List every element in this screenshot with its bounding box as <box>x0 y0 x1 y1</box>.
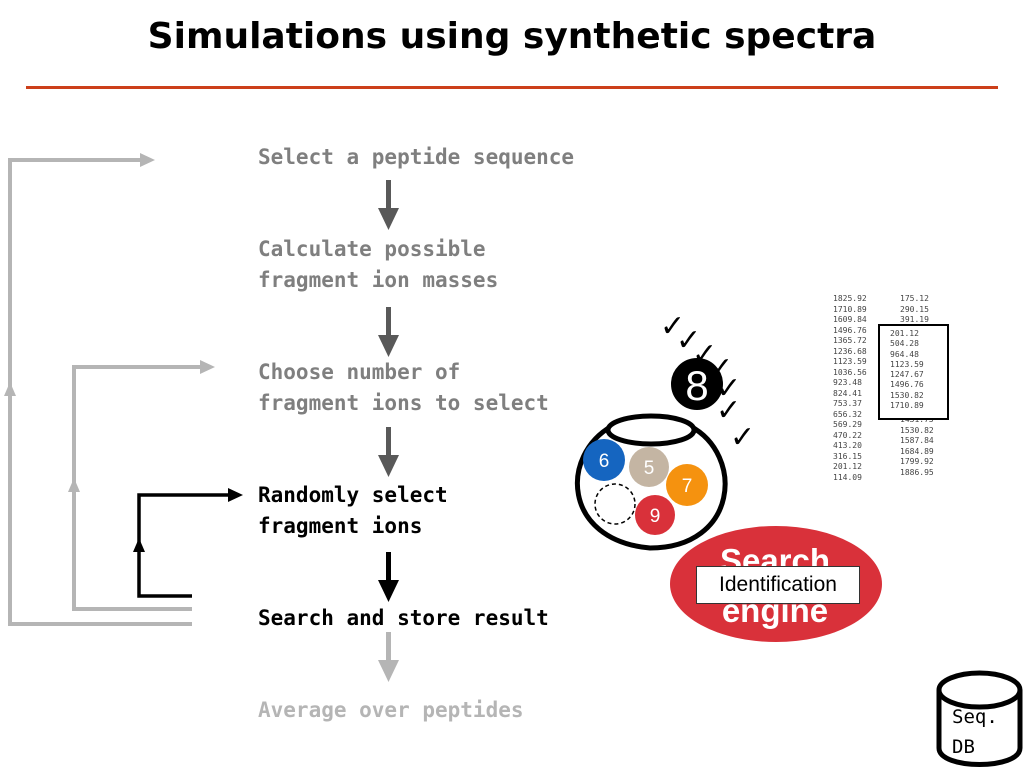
loop-random-selection-up-arrowhead <box>133 538 145 552</box>
check-icon: ✓ <box>660 309 685 344</box>
slide-title: Simulations using synthetic spectra <box>147 16 877 57</box>
bowl-empty-slot <box>594 483 636 525</box>
checkmark-trail: ✓ ✓ ✓ ✓ ✓ ✓ ✓ <box>660 309 755 455</box>
selected-fragment-list: 201.12 504.28 964.48 1123.59 1247.67 149… <box>890 329 924 411</box>
step-choose-number-line-1: Choose number of <box>258 360 461 384</box>
loop-fragment-count-up-arrowhead <box>68 478 80 492</box>
check-icon: ✓ <box>708 351 733 386</box>
flow-arrow-4 <box>378 552 399 602</box>
sequence-database-icon <box>936 670 1023 767</box>
mass-list-y-ions-top: 175.12 290.15 391.19 <box>900 294 929 324</box>
step-search-store: Search and store result <box>258 603 549 634</box>
step-random-select-line-2: fragment ions <box>258 514 423 538</box>
check-icon: ✓ <box>716 371 741 406</box>
mass-list-y-ions-bottom: 1431.75 1530.82 1587.84 1684.89 1799.92 … <box>900 415 934 477</box>
flow-arrow-5 <box>378 632 399 682</box>
flow-arrow-2 <box>378 307 399 357</box>
step-calculate-masses: Calculate possible fragment ion masses <box>258 234 498 296</box>
step-random-select: Randomly select fragment ions <box>258 480 448 542</box>
drawn-ball-8: 8 <box>669 356 725 412</box>
drawn-ball-8-label: 8 <box>685 362 708 409</box>
bowl-ball-7-label: 7 <box>682 476 693 497</box>
sequence-database-label-line-1: Seq. <box>952 706 998 728</box>
step-choose-number: Choose number of fragment ions to select <box>258 357 549 419</box>
check-icon: ✓ <box>676 323 701 358</box>
flow-arrow-3 <box>378 427 399 477</box>
bowl-ball-6-label: 6 <box>599 451 610 472</box>
loop-fragment-count-arrowhead <box>200 360 215 374</box>
step-average: Average over peptides <box>258 695 524 726</box>
step-average-line: Average over peptides <box>258 698 524 722</box>
bowl-ball-6 <box>583 439 625 481</box>
bowl-ball-7 <box>666 464 708 506</box>
selected-fragment-box: 201.12 504.28 964.48 1123.59 1247.67 149… <box>878 324 949 420</box>
sequence-database-label: Seq. DB <box>952 702 998 762</box>
identification-label: Identification <box>696 566 860 604</box>
step-calculate-masses-line-1: Calculate possible <box>258 237 486 261</box>
flow-arrow-1 <box>378 180 399 230</box>
loop-peptides-arrowhead <box>140 153 155 167</box>
check-icon: ✓ <box>716 393 741 428</box>
loop-peptides-up-arrowhead <box>4 382 16 396</box>
step-calculate-masses-line-2: fragment ion masses <box>258 268 499 292</box>
loop-peptides <box>8 158 192 626</box>
step-choose-number-line-2: fragment ions to select <box>258 391 549 415</box>
step-random-select-line-1: Randomly select <box>258 483 448 507</box>
step-search-store-line: Search and store result <box>258 606 549 630</box>
check-icon: ✓ <box>730 420 755 455</box>
mass-list-b-ions: 1825.92 1710.89 1609.84 1496.76 1365.72 … <box>833 294 867 482</box>
loop-random-selection <box>137 493 230 598</box>
bowl-ball-9-label: 9 <box>650 506 661 527</box>
step-select-peptide-line: Select a peptide sequence <box>258 145 575 169</box>
loop-random-selection-arrowhead <box>228 488 243 502</box>
check-icon: ✓ <box>692 337 717 372</box>
sequence-database-label-line-2: DB <box>952 736 975 758</box>
step-select-peptide: Select a peptide sequence <box>258 142 574 173</box>
bowl-ball-9 <box>635 495 675 535</box>
fragment-bowl: 6 5 7 9 <box>574 413 728 551</box>
title-rule <box>26 86 998 89</box>
bowl-ball-5 <box>629 447 669 487</box>
bowl-ball-5-label: 5 <box>644 458 655 479</box>
